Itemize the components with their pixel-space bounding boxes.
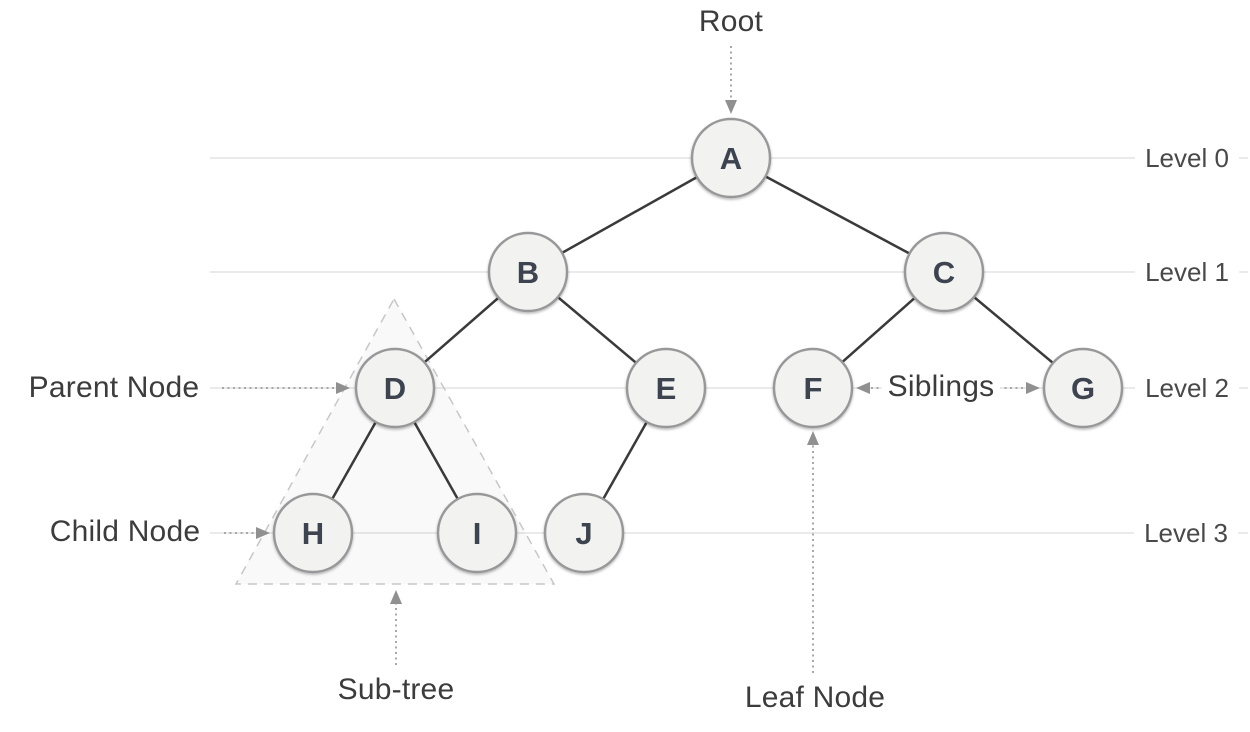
child-node-label: Child Node bbox=[49, 515, 201, 548]
node-C-label: C bbox=[933, 255, 955, 290]
node-I-label: I bbox=[473, 516, 482, 551]
level-1-label: Level 1 bbox=[1135, 257, 1239, 287]
node-H: H bbox=[272, 492, 354, 574]
node-B-label: B bbox=[517, 255, 539, 290]
level-2-label: Level 2 bbox=[1135, 373, 1239, 403]
node-E: E bbox=[625, 347, 707, 429]
node-J: J bbox=[543, 492, 625, 574]
node-D-circle bbox=[354, 347, 436, 429]
node-A: A bbox=[690, 117, 772, 199]
node-F: F bbox=[772, 347, 854, 429]
node-F-circle bbox=[772, 347, 854, 429]
node-J-circle bbox=[543, 492, 625, 574]
root-label: Root bbox=[698, 5, 764, 38]
node-C-circle bbox=[903, 231, 985, 313]
node-I: I bbox=[436, 492, 518, 574]
node-G-circle bbox=[1042, 347, 1124, 429]
node-H-circle bbox=[272, 492, 354, 574]
node-D: D bbox=[354, 347, 436, 429]
edge-A-C bbox=[730, 156, 945, 274]
level-0-label: Level 0 bbox=[1135, 143, 1239, 173]
node-J-label: J bbox=[575, 516, 592, 551]
node-A-circle bbox=[690, 117, 772, 199]
node-D-label: D bbox=[384, 371, 406, 406]
node-E-circle bbox=[625, 347, 707, 429]
node-G-label: G bbox=[1071, 371, 1095, 406]
node-A-label: A bbox=[720, 141, 742, 176]
node-G: G bbox=[1042, 347, 1124, 429]
node-F-label: F bbox=[804, 371, 823, 406]
subtree-label: Sub-tree bbox=[337, 673, 455, 706]
leaf-node-label: Leaf Node bbox=[744, 681, 886, 714]
node-B-circle bbox=[487, 231, 569, 313]
node-C: C bbox=[903, 231, 985, 313]
level-3-label: Level 3 bbox=[1134, 518, 1238, 548]
node-I-circle bbox=[436, 492, 518, 574]
node-H-label: H bbox=[302, 516, 324, 551]
node-E-label: E bbox=[656, 371, 677, 406]
node-B: B bbox=[487, 231, 569, 313]
siblings-label: Siblings bbox=[881, 370, 1001, 404]
parent-node-label: Parent Node bbox=[28, 371, 200, 404]
